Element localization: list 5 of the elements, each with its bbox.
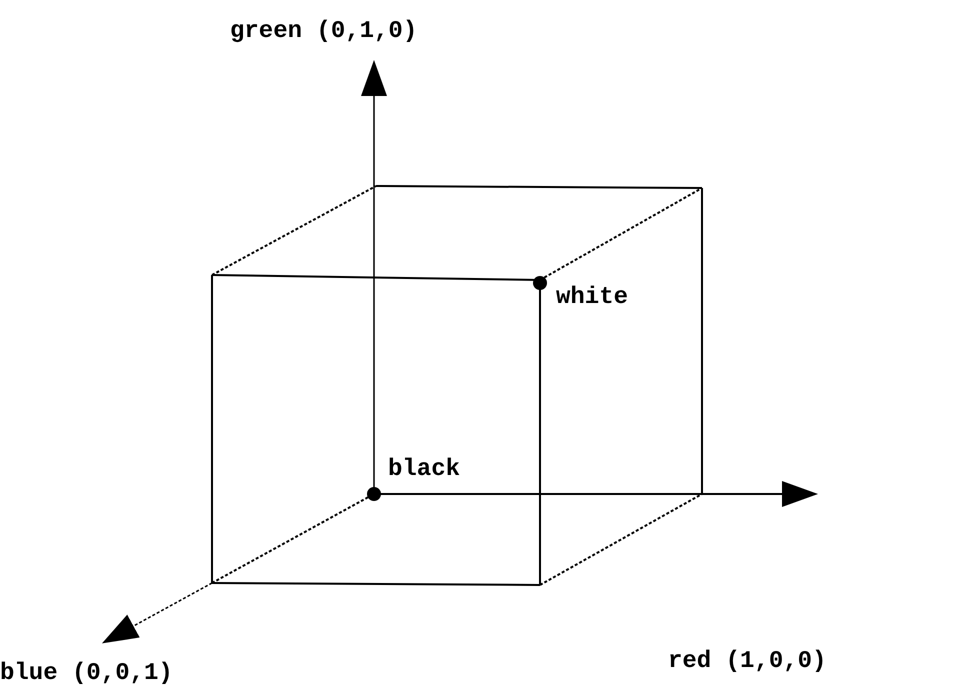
- vertex-label: white: [556, 284, 628, 312]
- axis-label: blue (0,0,1): [0, 660, 173, 688]
- axis-label: green (0,1,0): [230, 18, 418, 46]
- vertex-label: black: [388, 456, 460, 484]
- axis-label: red (1,0,0): [668, 648, 826, 676]
